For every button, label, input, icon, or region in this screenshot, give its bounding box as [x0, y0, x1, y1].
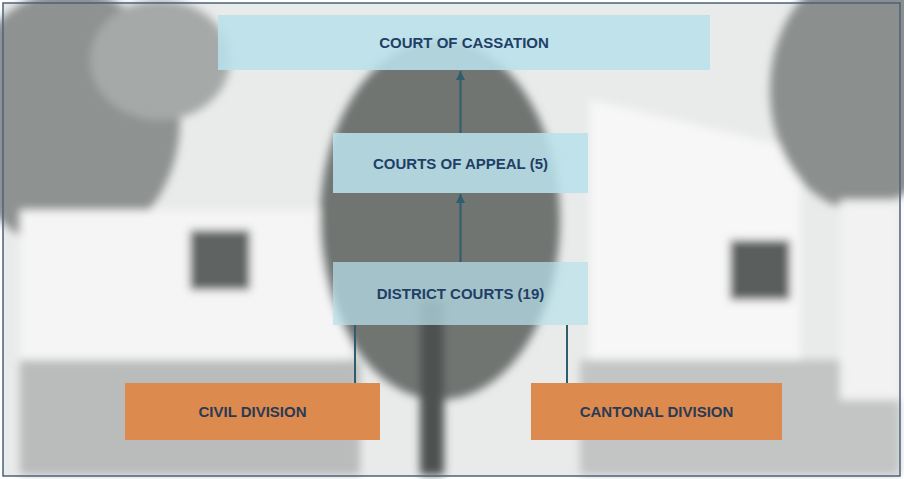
connector-line [354, 325, 356, 383]
court-box: DISTRICT COURTS (19) [333, 262, 588, 325]
court-box: COURTS OF APPEAL (5) [333, 133, 588, 193]
tree-left-top [90, 0, 230, 120]
division-box: CIVIL DIVISION [125, 383, 380, 440]
connector-arrow [460, 194, 462, 262]
building-right [590, 100, 800, 380]
frame [3, 3, 900, 476]
court-label: COURT OF CASSATION [379, 34, 549, 51]
tree-right [770, 0, 904, 210]
court-box: COURT OF CASSATION [218, 15, 710, 70]
connector-arrow [460, 71, 462, 133]
trunk-center [420, 300, 444, 475]
building-left [20, 210, 350, 380]
division-box: CANTONAL DIVISION [531, 383, 782, 440]
court-label: DISTRICT COURTS (19) [377, 285, 545, 302]
connector-line [566, 325, 568, 383]
court-label: COURTS OF APPEAL (5) [373, 155, 548, 172]
window-right [730, 240, 790, 300]
window-left [190, 230, 250, 290]
court-label: CANTONAL DIVISION [580, 403, 734, 420]
building-edge [840, 200, 900, 400]
court-label: CIVIL DIVISION [198, 403, 306, 420]
